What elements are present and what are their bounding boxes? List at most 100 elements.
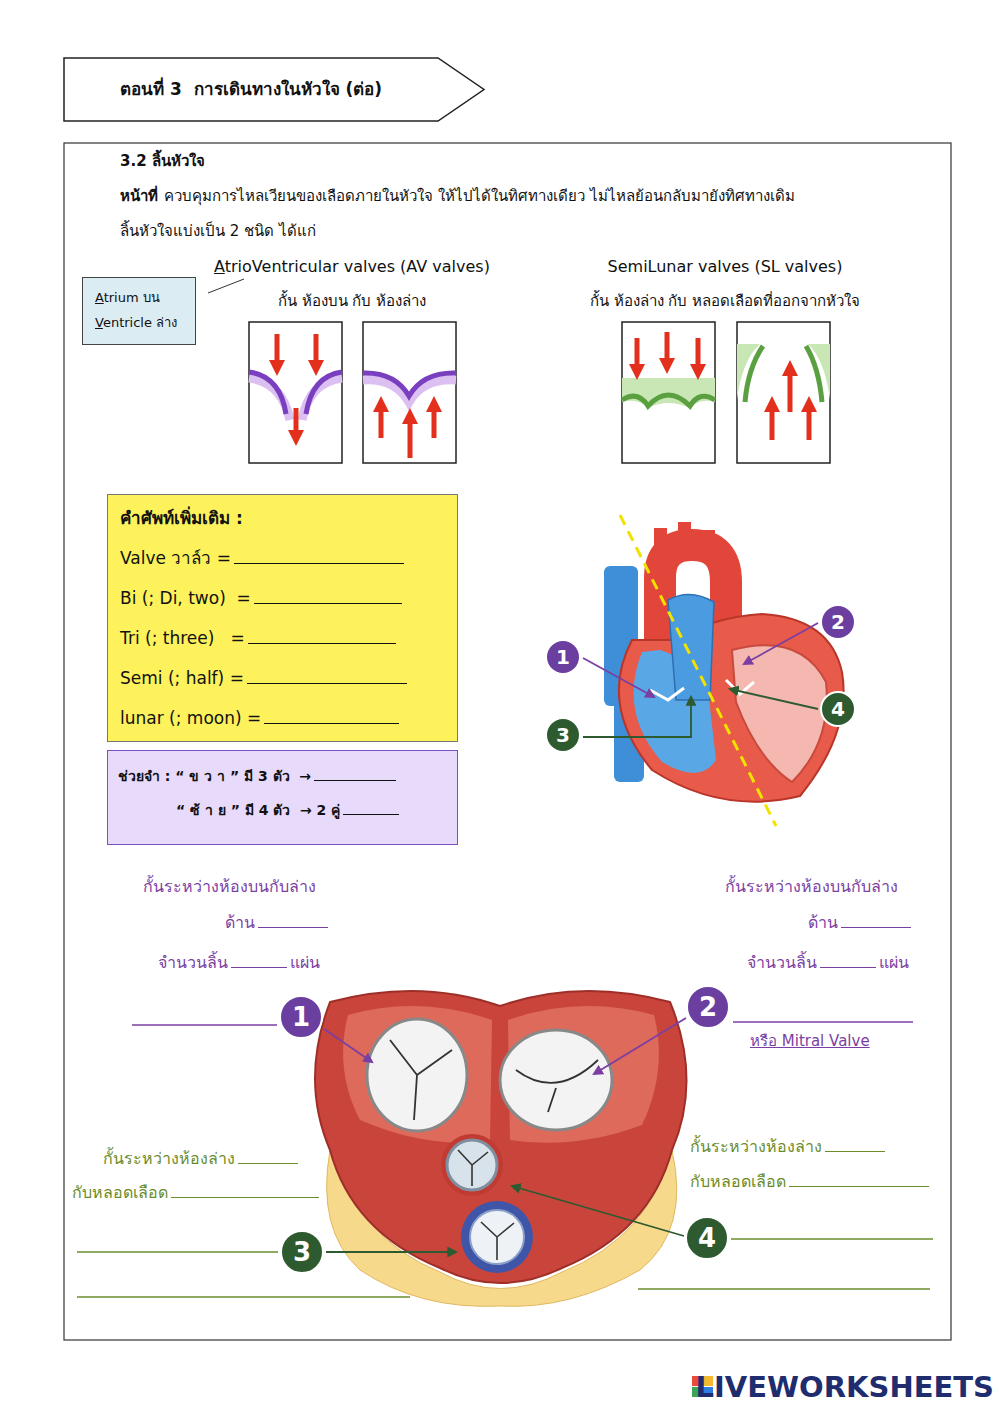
question-label: แผ่น bbox=[879, 953, 909, 972]
answer-blank bbox=[314, 779, 396, 781]
answer-blank bbox=[789, 1185, 929, 1187]
valve-type-title: AtrioVentricular valves (AV valves) bbox=[214, 256, 490, 278]
box-text: Ventricle ล่าง bbox=[95, 311, 177, 336]
question-label: กั้นระหว่างห้องล่าง bbox=[103, 1149, 235, 1168]
callout-number: 2 bbox=[820, 604, 856, 640]
answer-blanks bbox=[77, 1022, 933, 1297]
sl-valve-closed bbox=[622, 322, 715, 463]
text-row: กั้นระหว่างห้องบนกับล่าง bbox=[143, 876, 316, 898]
answer-blank bbox=[825, 1150, 885, 1152]
question-label: กั้นระหว่างห้องล่าง bbox=[690, 1137, 822, 1156]
valve-type-note: กั้น ห้องล่าง กับ หลอดเลือดที่ออกจากหัวใ… bbox=[590, 292, 860, 310]
text-row: กั้นระหว่างห้องบนกับล่าง bbox=[725, 876, 898, 898]
text-line: Ventricle ล่าง bbox=[95, 311, 183, 336]
text-line: ตอนที่ 3 การเดินทางในหัวใจ (ต่อ) bbox=[120, 57, 486, 122]
mnemonic-box: Atrium บนVentricle ล่าง bbox=[82, 277, 196, 345]
text-row: กั้นระหว่างห้องล่าง bbox=[690, 1136, 888, 1158]
text-row: จำนวนลิ้น แผ่น bbox=[747, 952, 909, 974]
answer-blank bbox=[254, 602, 402, 604]
answer-blank bbox=[238, 1162, 298, 1164]
box-text: ช่วยจำ : “ ข ว า ” มี 3 ตัว → bbox=[118, 768, 311, 784]
callout-number-text: 3 bbox=[293, 1237, 311, 1267]
valve-type-note: กั้น ห้องบน กับ ห้องล่าง bbox=[278, 292, 426, 310]
callout-number: 4 bbox=[820, 691, 856, 727]
description: ควบคุมการไหลเวียนของเลือดภายในหัวใจ ให้ไ… bbox=[164, 187, 795, 205]
text-line: “ ซ้ า ย ” มี 4 ตัว → 2 คู่ bbox=[118, 799, 447, 821]
question-label: กับหลอดเลือด bbox=[690, 1172, 786, 1191]
text-row: ด้าน bbox=[808, 912, 914, 934]
text-row: หน้าที่ ควบคุมการไหลเวียนของเลือดภายในหัว… bbox=[120, 186, 795, 206]
callout-number-text: 4 bbox=[698, 1223, 716, 1253]
question-label: แผ่น bbox=[290, 953, 320, 972]
text-line: Bi (; Di, two) = bbox=[120, 587, 445, 610]
callout-number: 1 bbox=[279, 995, 323, 1039]
answer-blank bbox=[264, 722, 399, 724]
callout-number-text: 3 bbox=[556, 723, 570, 747]
text-row: หรือ Mitral Valve bbox=[750, 1031, 870, 1051]
callout-number-text: 4 bbox=[831, 697, 845, 721]
answer-blank bbox=[343, 813, 399, 815]
callout-number: 1 bbox=[545, 639, 581, 675]
text-row: SemiLunar valves (SL valves) bbox=[608, 256, 843, 278]
answer-blank bbox=[171, 1196, 319, 1198]
callout-number: 3 bbox=[280, 1230, 324, 1274]
description: หน้าที่ bbox=[120, 187, 158, 205]
text-line: Valve วาล์ว = bbox=[120, 547, 445, 570]
question-label: กั้นระหว่างห้องบนกับล่าง bbox=[725, 877, 898, 896]
sl-valve-open bbox=[737, 322, 830, 463]
answer-blank bbox=[231, 966, 287, 968]
callout-number: 3 bbox=[545, 717, 581, 753]
section-title: ตอนที่ 3 การเดินทางในหัวใจ (ต่อ) bbox=[120, 79, 382, 99]
text-row: จำนวนลิ้นแผ่น bbox=[158, 952, 320, 974]
leader-arrows bbox=[583, 623, 818, 737]
valve-cross-section bbox=[315, 991, 687, 1306]
valve-name-hint: หรือ Mitral Valve bbox=[750, 1032, 870, 1050]
question-label: กั้นระหว่างห้องบนกับล่าง bbox=[143, 877, 316, 896]
text-line: ช่วยจำ : “ ข ว า ” มี 3 ตัว → bbox=[118, 765, 447, 787]
box-text: Bi (; Di, two) = bbox=[120, 588, 251, 608]
box-text: “ ซ้ า ย ” มี 4 ตัว → 2 คู่ bbox=[176, 802, 340, 818]
leader-line bbox=[208, 279, 244, 293]
box-text: Atrium บน bbox=[95, 286, 160, 311]
text-line: Atrium บน bbox=[95, 286, 183, 311]
text-line: lunar (; moon) = bbox=[120, 707, 445, 730]
question-label: ด้าน bbox=[225, 913, 255, 932]
box-text: Valve วาล์ว = bbox=[120, 548, 231, 568]
answer-blank bbox=[820, 966, 876, 968]
box-text: Tri (; three) = bbox=[120, 628, 245, 648]
valve-type-title: SemiLunar valves (SL valves) bbox=[608, 257, 843, 276]
text-row: กั้นระหว่างห้องล่าง bbox=[103, 1148, 301, 1170]
leader-arrows bbox=[324, 1018, 686, 1252]
callout-number-text: 1 bbox=[556, 645, 570, 669]
heart-illustration bbox=[604, 515, 844, 826]
callout-number-text: 2 bbox=[699, 992, 717, 1022]
text-row: LIVEWORKSHEETS bbox=[696, 1368, 994, 1407]
question-label: ด้าน bbox=[808, 913, 838, 932]
text-row: ด้าน bbox=[225, 912, 331, 934]
av-valve-open bbox=[249, 322, 342, 463]
box-text: lunar (; moon) = bbox=[120, 708, 261, 728]
text-row: กั้น ห้องบน กับ ห้องล่าง bbox=[278, 291, 426, 311]
page-frame bbox=[64, 143, 951, 1340]
av-valve-closed bbox=[363, 322, 456, 463]
watermark: LIVEWORKSHEETS bbox=[696, 1370, 994, 1404]
question-label: จำนวนลิ้น bbox=[747, 953, 817, 972]
callout-number-text: 2 bbox=[831, 610, 845, 634]
text-line: Semi (; half) = bbox=[120, 667, 445, 690]
callout-number-text: 1 bbox=[292, 1002, 310, 1032]
answer-blank bbox=[248, 642, 396, 644]
answer-blank bbox=[258, 926, 328, 928]
callout-number: 4 bbox=[685, 1216, 729, 1260]
answer-blank bbox=[247, 682, 407, 684]
text-row: กับหลอดเลือด bbox=[690, 1171, 932, 1193]
text-row: AtrioVentricular valves (AV valves) bbox=[214, 256, 490, 278]
question-label: กับหลอดเลือด bbox=[72, 1183, 168, 1202]
box-text: คำศัพท์เพิ่มเติม : bbox=[120, 508, 243, 528]
text-line: คำศัพท์เพิ่มเติม : bbox=[120, 507, 445, 530]
text-line: Tri (; three) = bbox=[120, 627, 445, 650]
section-heading: 3.2 ลิ้นหัวใจ bbox=[120, 152, 205, 170]
description: ลิ้นหัวใจแบ่งเป็น 2 ชนิด ได้แก่ bbox=[120, 222, 316, 240]
memory-tip-box: ช่วยจำ : “ ข ว า ” มี 3 ตัว → “ ซ้ า ย ” … bbox=[107, 750, 458, 845]
answer-blank bbox=[234, 562, 404, 564]
